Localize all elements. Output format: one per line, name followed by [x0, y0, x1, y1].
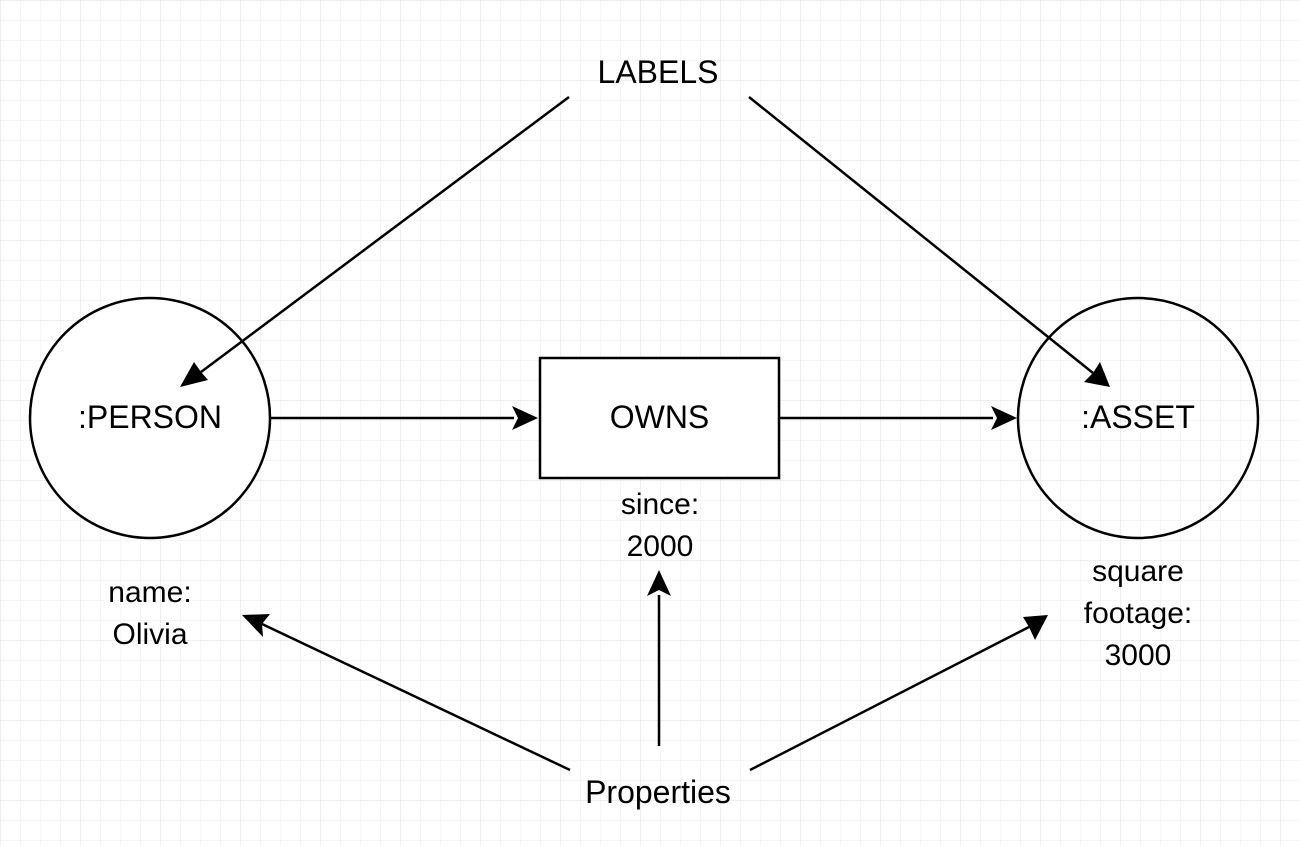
- asset-property-key-line2: footage:: [1083, 597, 1193, 630]
- labels-to-person-arrowhead: [180, 362, 208, 387]
- person-property: name: Olivia: [60, 572, 240, 656]
- labels-to-asset-arrow: [748, 96, 1094, 374]
- labels-heading: LABELS: [597, 54, 719, 90]
- asset-node-label: :ASSET: [1081, 399, 1195, 435]
- owns-relationship-label: OWNS: [609, 399, 710, 435]
- asset-node[interactable]: [1016, 296, 1260, 540]
- properties-to-asset-arrow: [749, 625, 1030, 772]
- relationship-property-value: 2000: [626, 530, 694, 563]
- labels-to-person-arrow: [200, 95, 570, 374]
- asset-property-key-line1: square: [1092, 555, 1184, 588]
- person-to-owns-arrowhead: [512, 406, 538, 430]
- asset-property-value: 3000: [1104, 639, 1172, 672]
- asset-property: square footage: 3000: [1038, 551, 1238, 677]
- properties-to-relationship-arrowhead: [647, 570, 671, 596]
- person-node-label: :PERSON: [77, 399, 223, 435]
- owns-relationship-box[interactable]: [538, 356, 781, 480]
- person-property-key: name:: [108, 576, 192, 609]
- properties-to-person-arrow: [261, 622, 571, 772]
- labels-to-asset-arrowhead: [1084, 362, 1110, 387]
- relationship-property: since: 2000: [570, 484, 750, 568]
- owns-to-asset-arrowhead: [991, 406, 1017, 430]
- properties-heading: Properties: [585, 774, 731, 810]
- properties-to-asset-arrowhead: [1023, 615, 1048, 640]
- relationship-property-key: since:: [620, 488, 700, 521]
- person-property-value: Olivia: [112, 618, 188, 651]
- properties-to-person-arrowhead: [242, 614, 270, 637]
